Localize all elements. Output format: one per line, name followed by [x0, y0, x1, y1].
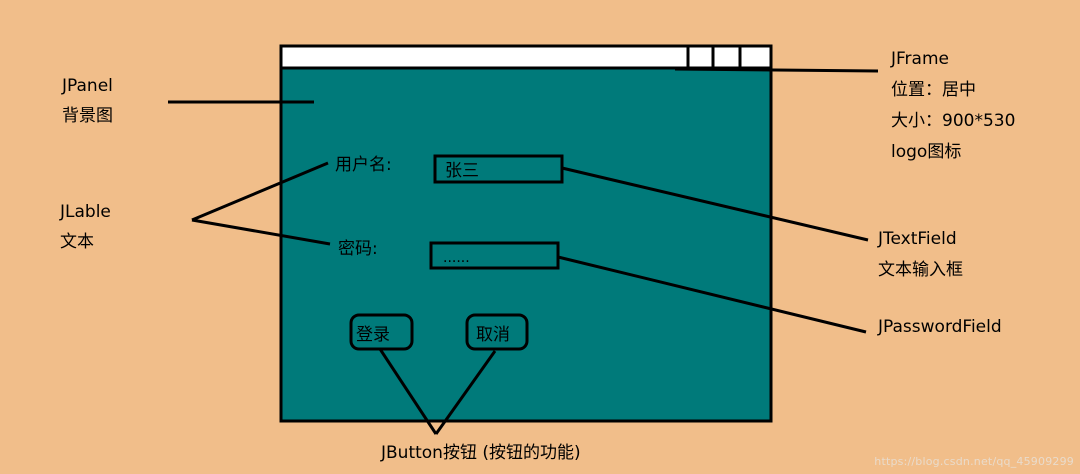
jpasswordfield-annotation-name: JPasswordField — [878, 317, 1002, 337]
jframe-annotation-position: 位置：居中 — [891, 80, 976, 100]
jframe-annotation-size: 大小：900*530 — [891, 111, 1016, 131]
username-label: 用户名: — [335, 155, 392, 175]
jlable-leader-line-top — [191, 161, 329, 222]
password-field[interactable]: ...... — [429, 241, 560, 270]
window-control-2[interactable] — [711, 44, 742, 70]
watermark-url: https://blog.csdn.net/qq_45909299 — [874, 455, 1074, 468]
jbutton-annotation-name: JButton按钮 (按钮的功能) — [381, 443, 581, 463]
password-label: 密码: — [338, 239, 378, 259]
login-button-label: 登录 — [356, 325, 390, 345]
username-textfield[interactable]: 张三 — [433, 154, 564, 184]
annotation-lines — [168, 67, 879, 435]
jlable-annotation-name: JLable — [60, 202, 111, 222]
jframe-annotation-name: JFrame — [891, 49, 949, 69]
username-value: 张三 — [445, 161, 479, 181]
jbutton-leader-line-right — [434, 350, 497, 435]
jlable-annotation-desc: 文本 — [60, 232, 94, 252]
jframe-annotation-logo: logo图标 — [891, 142, 962, 162]
cancel-button[interactable]: 取消 — [465, 313, 529, 351]
jpasswordfield-leader-line — [557, 255, 867, 334]
jlable-leader-line-bottom — [191, 218, 331, 246]
jbutton-leader-line-left — [378, 348, 438, 435]
jframe-leader-line — [674, 67, 879, 73]
cancel-button-label: 取消 — [476, 325, 510, 345]
jtextfield-annotation-desc: 文本输入框 — [878, 260, 963, 280]
jpanel-annotation-name: JPanel — [62, 76, 113, 96]
jpanel-annotation-desc: 背景图 — [62, 106, 113, 126]
password-value: ...... — [443, 250, 470, 266]
jtextfield-annotation-name: JTextField — [878, 229, 957, 249]
window-control-3[interactable] — [738, 44, 773, 70]
jtextfield-leader-line — [561, 166, 869, 242]
jframe-window — [279, 44, 773, 423]
window-control-1[interactable] — [686, 44, 715, 70]
login-button[interactable]: 登录 — [349, 313, 414, 351]
